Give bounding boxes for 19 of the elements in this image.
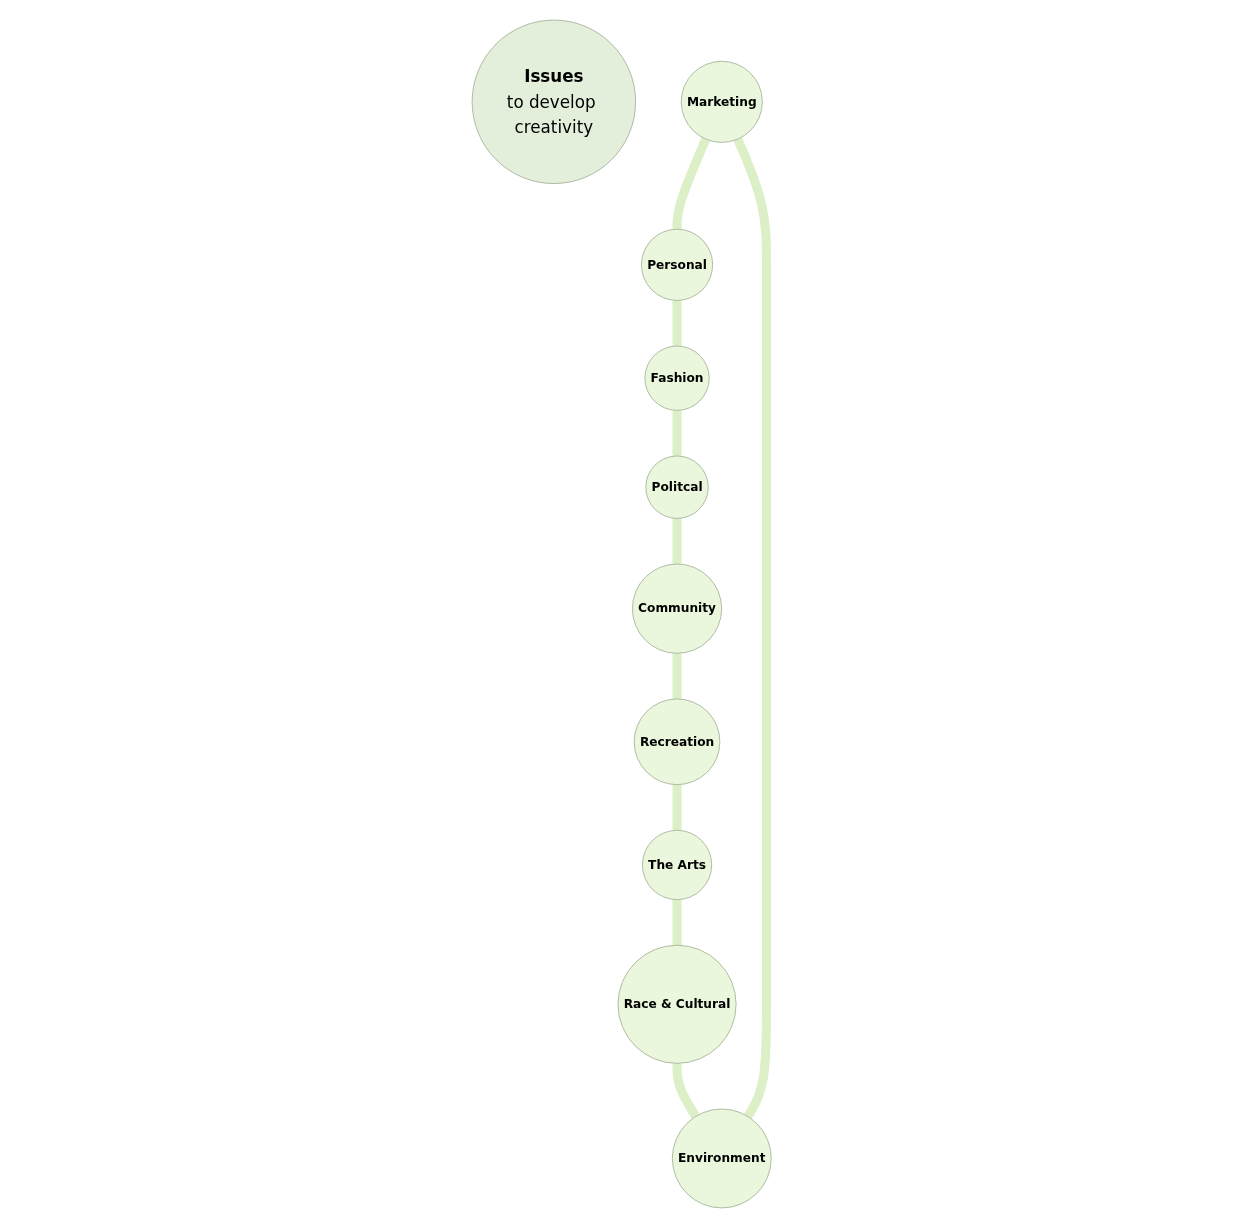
connector (672, 783, 682, 832)
node-circle: Issues to develop creativity (472, 19, 637, 184)
connector (672, 137, 711, 230)
node-circle: The Arts (642, 829, 713, 900)
node-circle: Politcal (645, 455, 709, 519)
connector (733, 137, 772, 1119)
node-circle: Community (632, 563, 723, 654)
node-circle: Marketing (681, 60, 764, 143)
connector (672, 898, 682, 946)
node-circle: Personal (641, 228, 714, 301)
connector (672, 517, 682, 565)
connector (672, 299, 682, 347)
node-circle: Fashion (644, 345, 710, 411)
node-circle: Race & Cultural (617, 944, 737, 1064)
connector (672, 1062, 700, 1119)
node-circle: Recreation (634, 698, 721, 786)
connector (672, 409, 682, 457)
node-circle: Environment (672, 1108, 772, 1209)
connector (672, 652, 682, 700)
